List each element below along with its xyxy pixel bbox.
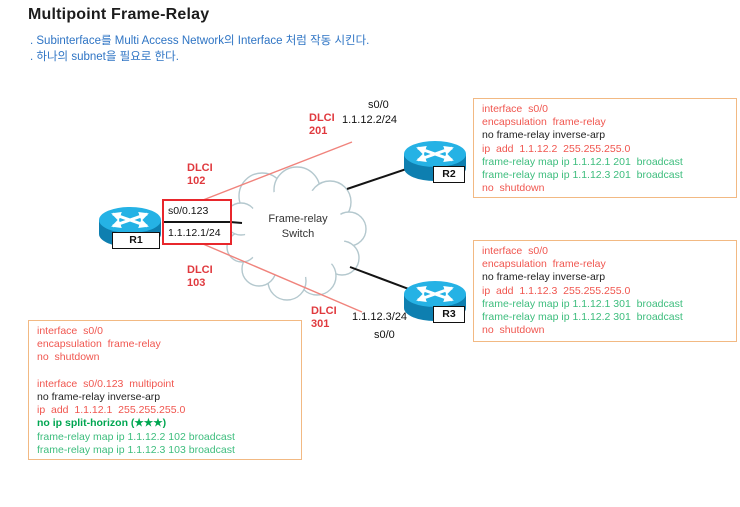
- config-line: frame-relay map ip 1.1.12.2 301 broadcas…: [482, 311, 683, 324]
- config-line: ip add 1.1.12.2 255.255.255.0: [482, 142, 631, 155]
- dlci-number: 102: [187, 175, 206, 187]
- dlci-number: 201: [309, 125, 328, 137]
- config-line: encapsulation frame-relay: [482, 258, 606, 271]
- note-line-1: . Subinterface를 Multi Access Network의 In…: [30, 35, 370, 47]
- cloud-label-line1: Frame-relay: [268, 213, 328, 225]
- router-r2: R2: [402, 138, 468, 184]
- dlci-103-label: DLCI 103: [187, 264, 213, 290]
- config-line: frame-relay map ip 1.1.12.3 201 broadcas…: [482, 169, 683, 182]
- dlci-number: 301: [311, 318, 330, 330]
- r3-interface-label: s0/0: [374, 329, 395, 341]
- config-line: interface s0/0.123 multipoint: [37, 377, 175, 390]
- dlci-number: 103: [187, 277, 206, 289]
- dlci-201-label: DLCI 201: [309, 112, 335, 138]
- cloud-label-line2: Switch: [281, 228, 315, 240]
- config-line: no ip split-horizon (★★★): [37, 417, 167, 430]
- config-line: ip add 1.1.12.3 255.255.255.0: [482, 284, 631, 297]
- dlci-word: DLCI: [187, 264, 213, 276]
- router-icon: [404, 281, 466, 321]
- config-line: no frame-relay inverse-arp: [37, 391, 161, 404]
- link-r1-cloud: [229, 221, 243, 224]
- dlci-word: DLCI: [311, 305, 337, 317]
- r2-ip-label: 1.1.12.2/24: [342, 114, 398, 126]
- cloud-label: Frame-relay Switch: [256, 212, 340, 242]
- dlci-word: DLCI: [309, 112, 335, 124]
- r1-subinterface-name: s0/0.123: [164, 201, 230, 223]
- config-line: frame-relay map ip 1.1.12.3 103 broadcas…: [37, 443, 235, 456]
- router-r1: R1: [97, 204, 163, 250]
- router-r3: R3: [402, 278, 468, 324]
- config-line: no shutdown: [37, 351, 100, 364]
- r1-subinterface-ip: 1.1.12.1/24: [168, 227, 221, 239]
- router-label-r3: R3: [433, 306, 465, 323]
- r2-interface-label: s0/0: [368, 99, 389, 111]
- config-line: no shutdown: [482, 324, 545, 337]
- config-line: encapsulation frame-relay: [37, 338, 161, 351]
- pvc-line-r1-r2: [202, 141, 353, 201]
- frame-relay-cloud-outline: [224, 166, 367, 301]
- dlci-word: DLCI: [187, 162, 213, 174]
- config-line: interface s0/0: [37, 325, 103, 337]
- config-line: encapsulation frame-relay: [482, 116, 606, 129]
- page-title: Multipoint Frame-Relay: [28, 6, 210, 23]
- router-label-r1: R1: [112, 232, 160, 249]
- router-label-r2: R2: [433, 166, 465, 183]
- note-line-2: . 하나의 subnet을 필요로 한다.: [30, 51, 179, 63]
- dlci-102-label: DLCI 102: [187, 162, 213, 188]
- config-line: frame-relay map ip 1.1.12.2 102 broadcas…: [37, 430, 235, 443]
- r3-ip-label: 1.1.12.3/24: [352, 311, 408, 323]
- config-line: [37, 365, 293, 378]
- config-line: interface s0/0: [482, 245, 548, 257]
- config-line: frame-relay map ip 1.1.12.1 201 broadcas…: [482, 155, 683, 168]
- config-line: ip add 1.1.12.1 255.255.255.0: [37, 404, 186, 417]
- config-line: no frame-relay inverse-arp: [482, 271, 606, 284]
- r1-subinterface-box: s0/0.123 1.1.12.1/24: [162, 199, 232, 245]
- dlci-301-label: DLCI 301: [311, 305, 337, 331]
- config-line: frame-relay map ip 1.1.12.1 301 broadcas…: [482, 297, 683, 310]
- config-line: interface s0/0: [482, 103, 548, 115]
- pvc-line-r1-r3: [202, 243, 363, 313]
- config-line: no frame-relay inverse-arp: [482, 129, 606, 142]
- config-line: no shutdown: [482, 182, 545, 195]
